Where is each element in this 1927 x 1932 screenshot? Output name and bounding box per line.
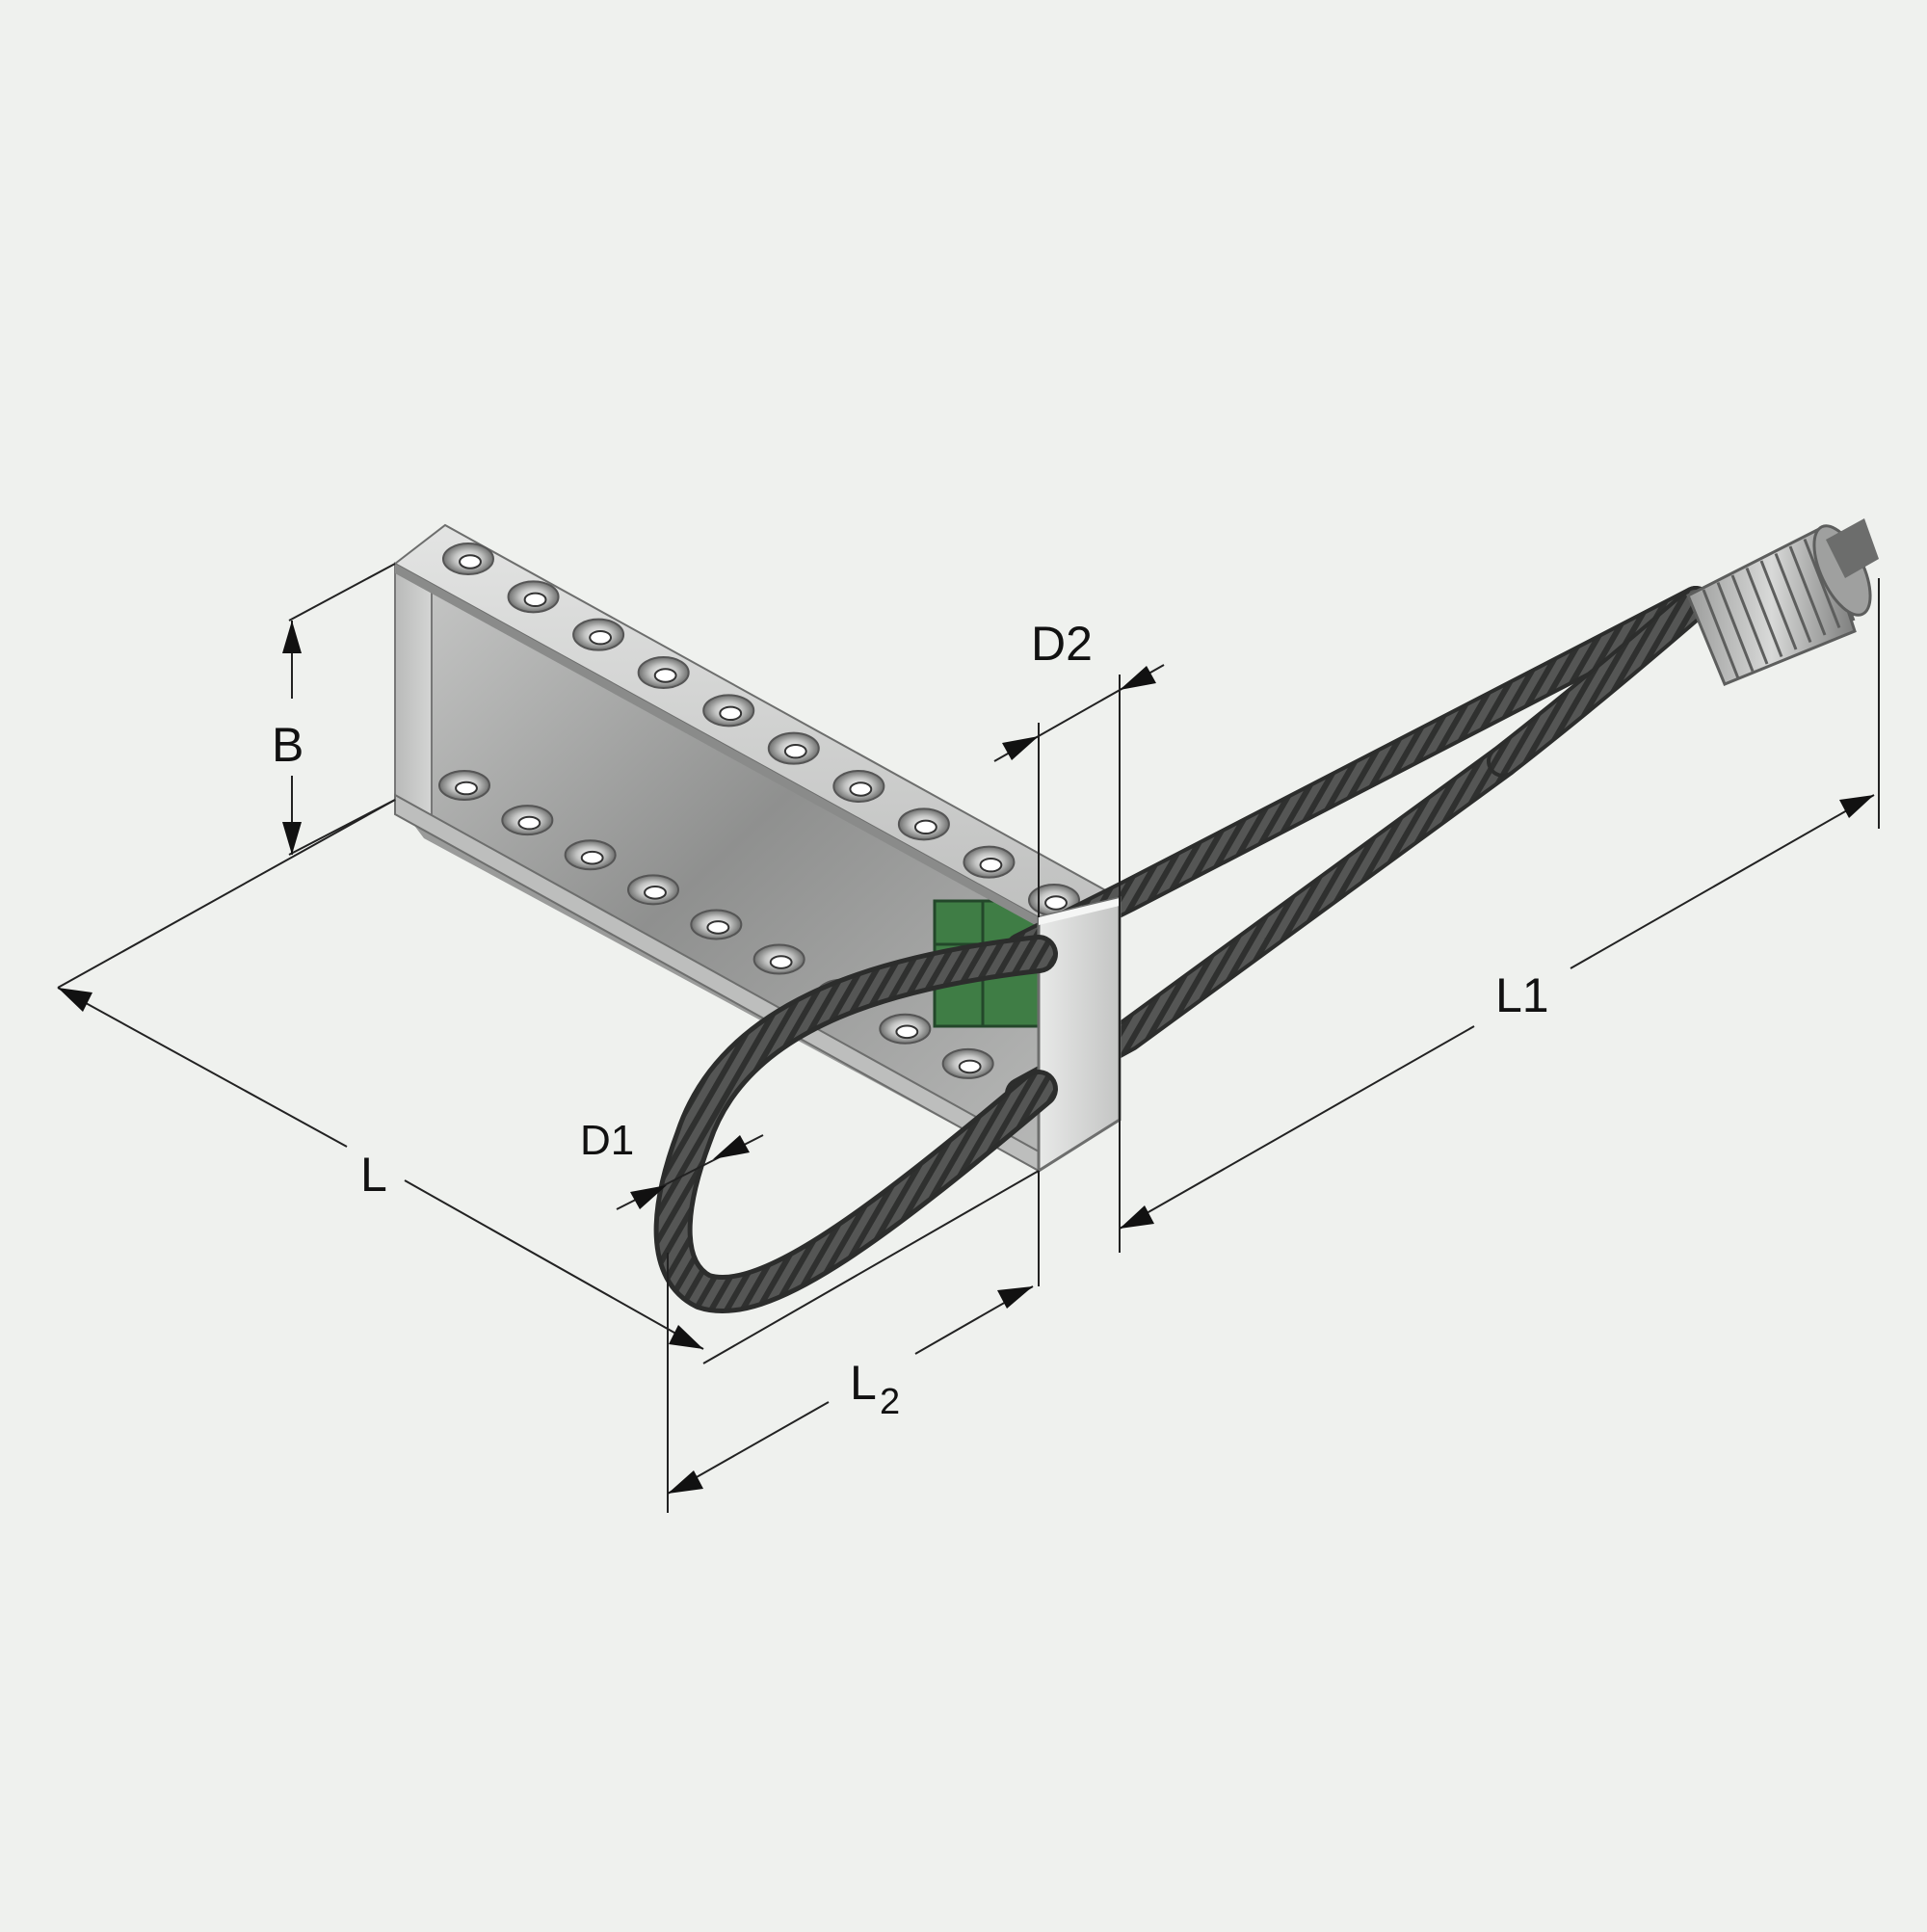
sleeve-rib bbox=[1759, 560, 1798, 650]
top-hole-bore bbox=[1044, 895, 1068, 911]
arrow-l2-left bbox=[668, 1470, 703, 1494]
end-plate bbox=[1037, 896, 1122, 1174]
box-left-wall bbox=[394, 562, 433, 829]
top-hole-bore bbox=[849, 781, 873, 797]
top-hole-bore bbox=[913, 819, 937, 835]
arrow-d2-left bbox=[1002, 736, 1039, 760]
steel-box bbox=[393, 523, 1122, 1173]
label-l2: L bbox=[850, 1356, 877, 1410]
top-hole-bore bbox=[459, 554, 482, 569]
bottom-hole-bore bbox=[958, 1059, 982, 1074]
dim-l-line-right bbox=[404, 1179, 704, 1350]
arrow-l-left bbox=[58, 988, 92, 1012]
arrow-l-right bbox=[669, 1325, 703, 1349]
top-holes bbox=[442, 543, 1080, 916]
dim-l2-ref-line bbox=[702, 1170, 1040, 1364]
sleeve-rib bbox=[1730, 574, 1769, 665]
bottom-hole-bore bbox=[517, 815, 541, 831]
arrow-b-bottom bbox=[282, 822, 302, 855]
rebar-front-loop bbox=[653, 935, 1058, 1313]
dim-l-line-left bbox=[57, 987, 348, 1148]
threaded-sleeve bbox=[1686, 518, 1879, 686]
label-l: L bbox=[360, 1148, 387, 1202]
top-hole-bore bbox=[783, 743, 807, 759]
top-hole-bore bbox=[653, 668, 677, 683]
bottom-hole-bore bbox=[706, 920, 730, 935]
sleeve-rib bbox=[1745, 567, 1783, 658]
sleeve-rib bbox=[1716, 581, 1755, 673]
top-hole-bore bbox=[719, 705, 743, 722]
top-hole-bore bbox=[589, 629, 613, 646]
bottom-hole-bore bbox=[580, 850, 604, 865]
bottom-hole-bore bbox=[895, 1024, 919, 1040]
arrow-l1-right bbox=[1839, 795, 1874, 818]
arrow-d1-right bbox=[713, 1135, 750, 1159]
label-d2: D2 bbox=[1031, 617, 1093, 671]
dim-b-extension-top bbox=[288, 563, 396, 622]
bottom-hole-bore bbox=[455, 781, 478, 796]
dimension-arrows bbox=[58, 621, 1874, 1494]
box-back-wall bbox=[395, 564, 1039, 1156]
dim-l-extension-left bbox=[57, 799, 396, 989]
top-hole-bore bbox=[523, 592, 547, 608]
arrow-b-top bbox=[282, 621, 302, 653]
dim-l1-line-upper bbox=[1570, 794, 1875, 969]
label-l1: L1 bbox=[1495, 968, 1549, 1022]
dim-l1-line-lower bbox=[1119, 1025, 1475, 1230]
top-hole-bore bbox=[979, 857, 1003, 873]
arrow-d2-right bbox=[1120, 666, 1156, 690]
arrow-d1-left bbox=[630, 1185, 667, 1209]
label-l2-subscript: 2 bbox=[880, 1382, 900, 1422]
bottom-hole-bore bbox=[769, 955, 793, 969]
bottom-hole-bore bbox=[644, 886, 667, 900]
sleeve-rib bbox=[1803, 538, 1841, 629]
sleeve-rib bbox=[1788, 545, 1827, 636]
box-top-rim bbox=[395, 564, 1039, 927]
rebar-loop bbox=[1005, 586, 1712, 1110]
label-d1: D1 bbox=[580, 1117, 634, 1164]
arrow-l2-right bbox=[997, 1286, 1033, 1309]
arrow-l1-left bbox=[1120, 1205, 1154, 1229]
label-b: B bbox=[272, 718, 304, 772]
sleeve-rib bbox=[1702, 589, 1740, 679]
sleeve-rib bbox=[1774, 552, 1812, 644]
